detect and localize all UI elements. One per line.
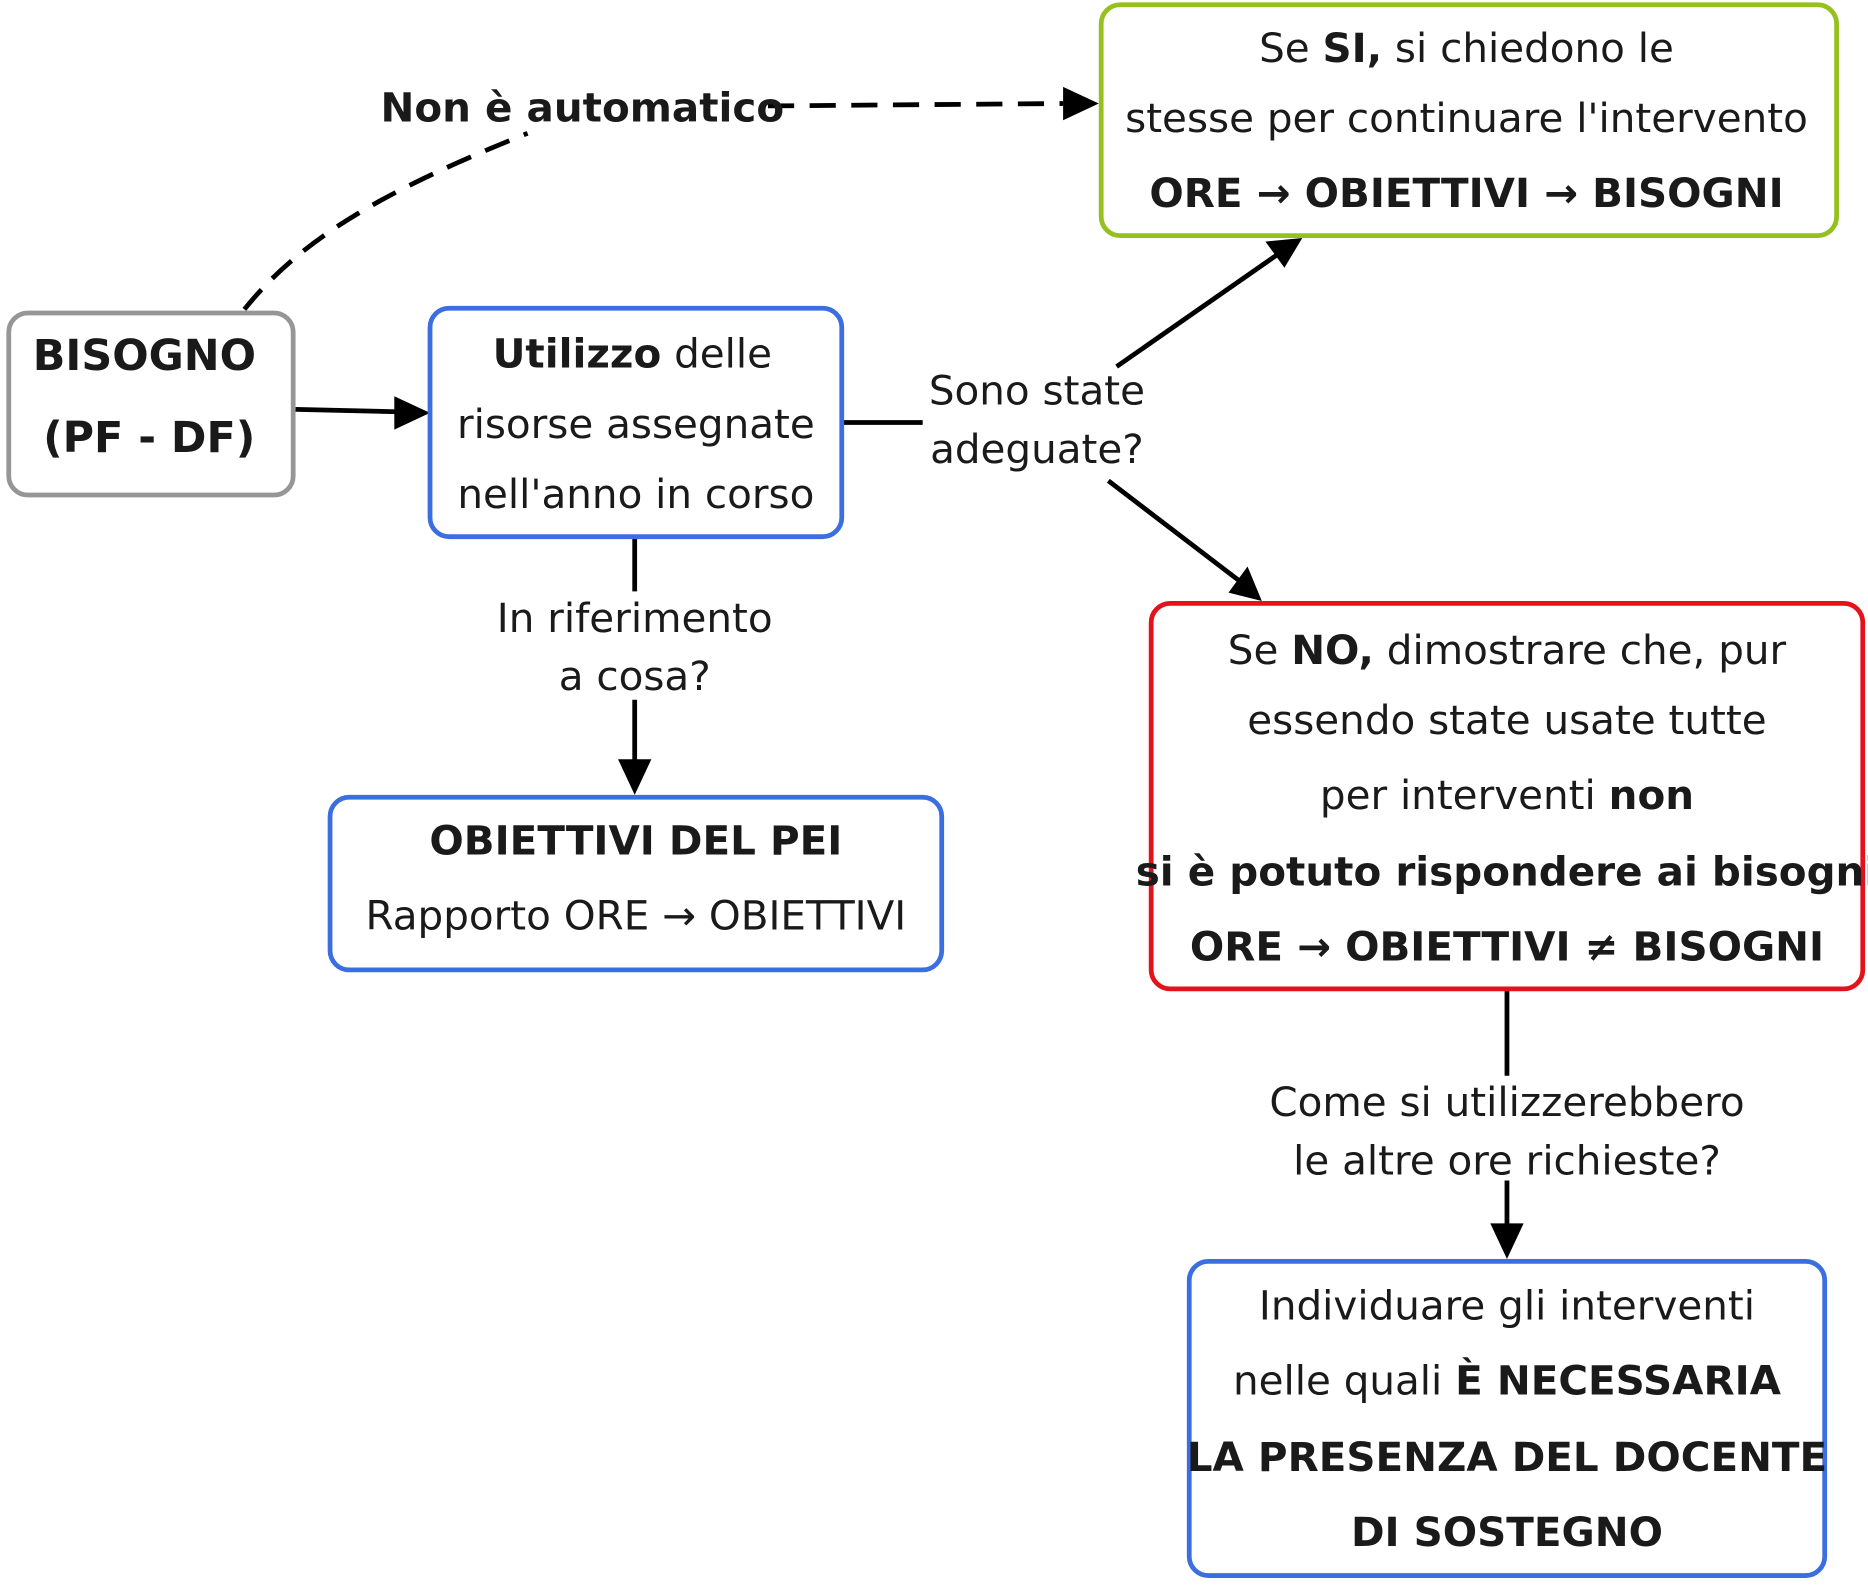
- arrowhead-to-individuare: [1490, 1223, 1524, 1260]
- node-se-si: Se SI, si chiedono le stesse per continu…: [1098, 2, 1839, 239]
- label-non-automatico: Non è automatico: [380, 83, 784, 131]
- label-come-utilizzare-line2: le altre ore richieste?: [1293, 1137, 1721, 1185]
- utilizzo-line1-rest: delle: [661, 330, 772, 378]
- connector-question-to-se-no: [1106, 478, 1241, 583]
- se-no-line3-bold: non: [1609, 771, 1694, 819]
- node-bisogno: BISOGNO (PF - DF): [6, 310, 296, 498]
- individuare-line4: DI SOSTEGNO: [1351, 1508, 1663, 1556]
- node-se-si-border: [1098, 2, 1839, 239]
- node-se-no: Se NO, dimostrare che, pur essendo state…: [1136, 600, 1868, 992]
- bisogno-line2: (PF - DF): [43, 413, 255, 463]
- individuare-line1: Individuare gli interventi: [1259, 1282, 1755, 1330]
- se-no-line1-bold: NO,: [1291, 626, 1374, 674]
- utilizzo-line2: risorse assegnate: [457, 400, 815, 448]
- node-individuare: Individuare gli interventi nelle quali È…: [1186, 1259, 1828, 1578]
- node-utilizzo-border: [427, 305, 845, 540]
- individuare-line3: LA PRESENZA DEL DOCENTE: [1187, 1433, 1827, 1481]
- label-sono-state-line1: Sono state: [929, 367, 1145, 415]
- arrowhead-to-utilizzo: [394, 396, 431, 430]
- utilizzo-line1: Utilizzo delle: [493, 330, 772, 378]
- individuare-line2-pre: nelle quali: [1233, 1357, 1455, 1405]
- se-si-line1-pre: Se: [1259, 24, 1322, 72]
- se-no-line2: essendo state usate tutte: [1247, 696, 1766, 744]
- label-riferimento-line1: In riferimento: [497, 594, 773, 642]
- label-riferimento-line2: a cosa?: [559, 652, 711, 700]
- obiettivi-pei-subtitle: Rapporto ORE → OBIETTIVI: [366, 891, 907, 939]
- arrowhead-to-obiettivi-pei: [618, 759, 652, 795]
- se-si-line2: stesse per continuare l'intervento: [1125, 94, 1808, 142]
- se-si-line3: ORE → OBIETTIVI → BISOGNI: [1149, 169, 1783, 217]
- se-no-line1-pre: Se: [1228, 626, 1291, 674]
- connector-dashed-to-se-si: [767, 101, 1064, 109]
- se-no-line3-pre: per interventi: [1320, 771, 1609, 819]
- se-si-line1-bold: SI,: [1323, 24, 1383, 72]
- node-utilizzo: Utilizzo delle risorse assegnate nell'an…: [427, 305, 845, 540]
- arrowhead-to-se-si-dashed: [1063, 86, 1099, 121]
- se-no-line3: per interventi non: [1320, 771, 1694, 819]
- arrowhead-to-se-si: [1265, 238, 1303, 268]
- connector-bisogno-to-utilizzo: [295, 406, 397, 415]
- node-se-no-border: [1148, 600, 1866, 992]
- utilizzo-line3: nell'anno in corso: [457, 470, 814, 518]
- se-no-line4: si è potuto rispondere ai bisogni: [1136, 847, 1868, 895]
- se-no-line5: ORE → OBIETTIVI ≠ BISOGNI: [1190, 922, 1824, 970]
- obiettivi-pei-title: OBIETTIVI DEL PEI: [429, 816, 842, 864]
- node-obiettivi-pei: OBIETTIVI DEL PEI Rapporto ORE → OBIETTI…: [327, 794, 945, 973]
- node-obiettivi-pei-border: [327, 794, 945, 973]
- connector-dashed-non-automatico: [242, 131, 529, 311]
- label-come-utilizzare-line1: Come si utilizzerebbero: [1269, 1078, 1744, 1126]
- se-si-line1: Se SI, si chiedono le: [1259, 24, 1674, 72]
- node-bisogno-border: [6, 310, 296, 498]
- se-no-line1-rest: dimostrare che, pur: [1374, 626, 1787, 674]
- individuare-line2: nelle quali È NECESSARIA: [1233, 1357, 1782, 1405]
- bisogno-line1: BISOGNO: [33, 331, 256, 381]
- se-no-line1: Se NO, dimostrare che, pur: [1228, 626, 1787, 674]
- arrowhead-to-se-no: [1228, 566, 1262, 601]
- utilizzo-line1-bold: Utilizzo: [493, 330, 662, 378]
- connector-question-to-se-si: [1115, 252, 1279, 369]
- label-sono-state-line2: adeguate?: [930, 425, 1144, 473]
- node-individuare-border: [1186, 1259, 1828, 1578]
- se-si-line1-rest: si chiedono le: [1382, 24, 1674, 72]
- individuare-line2-bold: È NECESSARIA: [1455, 1357, 1781, 1405]
